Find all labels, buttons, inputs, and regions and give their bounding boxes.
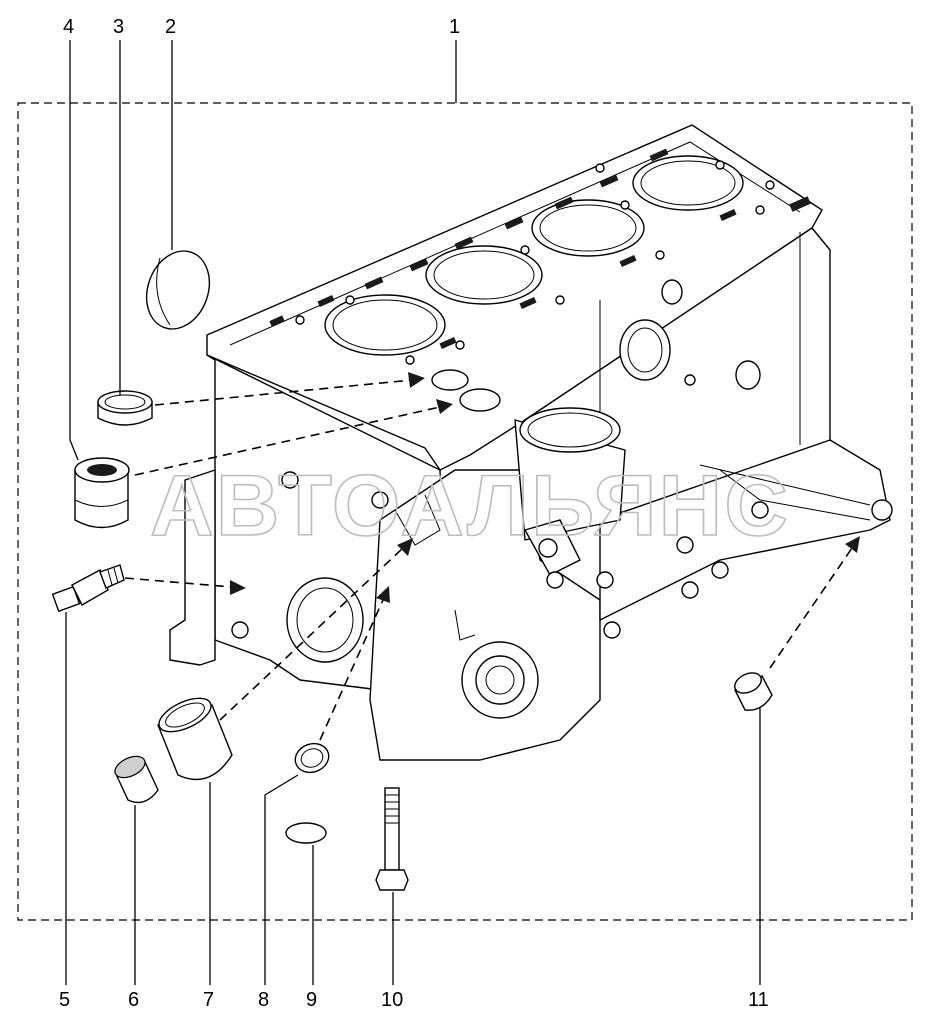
- callout-5: 5: [59, 989, 70, 1011]
- sleeve: [97, 390, 153, 426]
- callout-3: 3: [113, 16, 124, 38]
- core-plug: [145, 250, 211, 330]
- bearing-sleeve: [114, 755, 159, 804]
- cylinder-block: [169, 124, 893, 761]
- stud-bolt: [375, 787, 409, 891]
- leader-lines: [65, 40, 761, 985]
- callout-9: 9: [306, 989, 317, 1011]
- callout-7: 7: [203, 989, 214, 1011]
- callout-11: 11: [748, 989, 769, 1011]
- plug-disc: [285, 822, 327, 844]
- callout-4: 4: [63, 16, 74, 38]
- assembly-arrows: [124, 372, 860, 741]
- small-seal-ring: [294, 742, 330, 774]
- callout-6: 6: [128, 989, 139, 1011]
- callout-10: 10: [381, 989, 403, 1011]
- dowel-sleeve: [734, 672, 773, 711]
- callout-1: 1: [449, 16, 460, 38]
- watermark-text: АВТОАЛЬЯНС: [150, 458, 790, 554]
- assembly-frame: [17, 102, 913, 921]
- oil-pressure-switch: [51, 564, 125, 613]
- callout-labels: 1 2 3 4 5 6 7 8 9 10 11: [59, 16, 769, 1011]
- callout-2: 2: [165, 16, 176, 38]
- crankshaft-seal: [157, 697, 233, 781]
- callout-8: 8: [258, 989, 269, 1011]
- bushing: [74, 457, 130, 529]
